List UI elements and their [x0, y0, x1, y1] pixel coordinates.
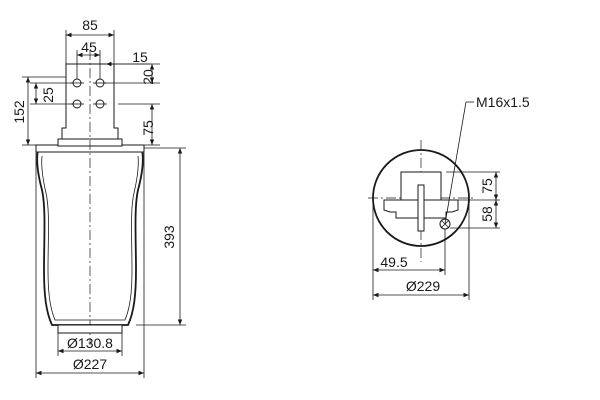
dim-152: 152	[11, 100, 27, 124]
dim-75-top: 75	[479, 178, 495, 194]
dim-75-plate: 75	[140, 120, 156, 136]
side-view: 85 45 15 20 25 152 75 393	[11, 17, 186, 378]
dim-dia-229: Ø229	[406, 278, 440, 294]
dim-20: 20	[140, 69, 156, 85]
dim-85: 85	[82, 17, 98, 33]
top-view: M16x1.5 75 58 49.5 Ø229	[368, 94, 530, 300]
bellows-outline	[36, 149, 144, 326]
dim-49-5: 49.5	[380, 254, 407, 270]
dim-393: 393	[161, 225, 177, 249]
dim-58: 58	[479, 206, 495, 222]
thread-label: M16x1.5	[476, 94, 530, 110]
thread-leader	[444, 101, 467, 225]
dim-25: 25	[40, 87, 56, 103]
top-view-stud	[417, 184, 425, 232]
dim-15: 15	[132, 49, 148, 65]
bottom-piston	[57, 324, 123, 334]
dim-dia-130-8: Ø130.8	[67, 335, 113, 351]
dim-45: 45	[81, 39, 97, 55]
dim-dia-227: Ø227	[73, 356, 107, 372]
